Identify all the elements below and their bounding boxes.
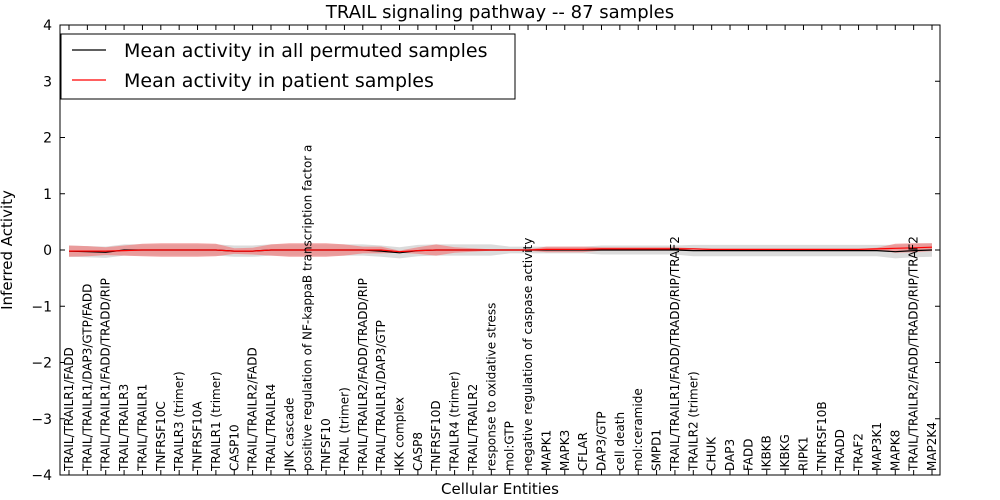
x-category-label: response to oxidative stress <box>484 303 498 471</box>
legend-box <box>60 33 516 100</box>
x-category-label: IKK complex <box>393 397 407 471</box>
x-category-label: TRAILR3 (trimer) <box>172 371 186 472</box>
x-category-label: CASP10 <box>227 424 241 471</box>
x-category-label: TRAIL (trimer) <box>337 387 351 472</box>
x-category-label: TRAIL/TRAILR2/FADD/TRADD/RIP <box>356 278 370 472</box>
x-category-label: TNFRSF10D <box>429 400 443 472</box>
x-category-label: MAPK3 <box>558 430 572 471</box>
y-tick-label: 3 <box>43 74 52 90</box>
x-category-label: TRAIL/TRAILR1/FADD/TRADD/RIP <box>99 278 113 472</box>
x-axis-title: Cellular Entities <box>441 480 559 498</box>
x-category-label: MAPK1 <box>539 430 553 471</box>
x-category-label: TNFSF10 <box>319 418 333 472</box>
x-category-label: TRAIL/TRAILR2/FADD/TRADD/RIP/TRAF2 <box>907 236 921 472</box>
y-axis: 4 3 2 1 0 −1 −2 −3 −4 <box>31 18 940 484</box>
x-category-label: CASP8 <box>411 432 425 471</box>
x-category-label: TRADD <box>833 429 847 472</box>
x-category-label: JNK cascade <box>282 398 296 472</box>
legend: Mean activity in all permuted samples Me… <box>60 33 516 100</box>
x-category-label: DAP3/GTP <box>595 411 609 471</box>
x-category-label: TRAF2 <box>852 433 866 472</box>
y-tick-label: −3 <box>31 412 52 428</box>
x-category-label: IKBKB <box>760 435 774 471</box>
chart-title: TRAIL signaling pathway -- 87 samples <box>325 2 674 23</box>
x-category-label: TRAIL/TRAILR1/FADD/TRADD/RIP/TRAF2 <box>668 236 682 472</box>
x-category-label: TRAIL/TRAILR1 <box>135 384 149 472</box>
y-tick-label: 0 <box>43 243 52 259</box>
x-category-label: CFLAR <box>576 432 590 471</box>
line-series-1 <box>69 246 933 253</box>
x-category-label: MAPK8 <box>888 430 902 471</box>
x-category-label: TRAIL/TRAILR1/FADD <box>62 347 76 472</box>
x-category-label: cell death <box>613 412 627 471</box>
x-category-label: MAP2K4 <box>925 422 939 471</box>
x-category-label: FADD <box>741 439 755 472</box>
x-category-label: TRAILR2 (trimer) <box>686 371 700 472</box>
y-tick-label: 2 <box>43 131 52 147</box>
legend-label-permuted: Mean activity in all permuted samples <box>124 40 487 62</box>
x-category-label: TNFRSF10B <box>815 401 829 472</box>
x-category-label: CHUK <box>705 436 719 471</box>
x-category-label: TRAIL/TRAILR1/DAP3/GTP <box>374 320 388 472</box>
x-category-label: positive regulation of NF-kappaB transcr… <box>301 145 315 471</box>
y-tick-label: −2 <box>31 356 52 372</box>
y-tick-label: 1 <box>43 187 52 203</box>
x-category-label: TRAILR4 (trimer) <box>448 371 462 472</box>
x-category-label: TRAIL/TRAILR3 <box>117 384 131 472</box>
x-category-label: RIPK1 <box>797 436 811 471</box>
x-category-label: TNFRSF10A <box>191 401 205 472</box>
x-category-label: mol:GTP <box>503 421 517 471</box>
legend-label-patient: Mean activity in patient samples <box>124 70 434 92</box>
x-category-label: MAP3K1 <box>870 422 884 471</box>
x-category-label: TRAIL/TRAILR2/FADD <box>246 347 260 472</box>
x-category-label: mol:ceramide <box>631 388 645 471</box>
y-axis-title: Inferred Activity <box>0 190 16 310</box>
x-category-label: DAP3 <box>723 439 737 471</box>
x-category-label: TRAIL/TRAILR2 <box>466 384 480 472</box>
x-category-label: TNFRSF10C <box>154 401 168 472</box>
x-category-label: negative regulation of caspase activity <box>521 238 535 471</box>
x-category-label: TRAIL/TRAILR1/DAP3/GTP/FADD <box>80 284 94 472</box>
y-tick-label: −1 <box>31 299 52 315</box>
x-category-label: TRAIL/TRAILR4 <box>264 384 278 472</box>
series-lines <box>68 246 933 254</box>
x-axis: TRAIL/TRAILR1/FADD TRAIL/TRAILR1/DAP3/GTP… <box>62 25 939 475</box>
y-tick-label: −4 <box>31 468 52 484</box>
y-tick-label: 4 <box>43 18 52 34</box>
x-category-label: IKBKG <box>778 434 792 471</box>
x-category-label: SMPD1 <box>650 429 664 471</box>
x-category-label: TRAILR1 (trimer) <box>209 371 223 472</box>
